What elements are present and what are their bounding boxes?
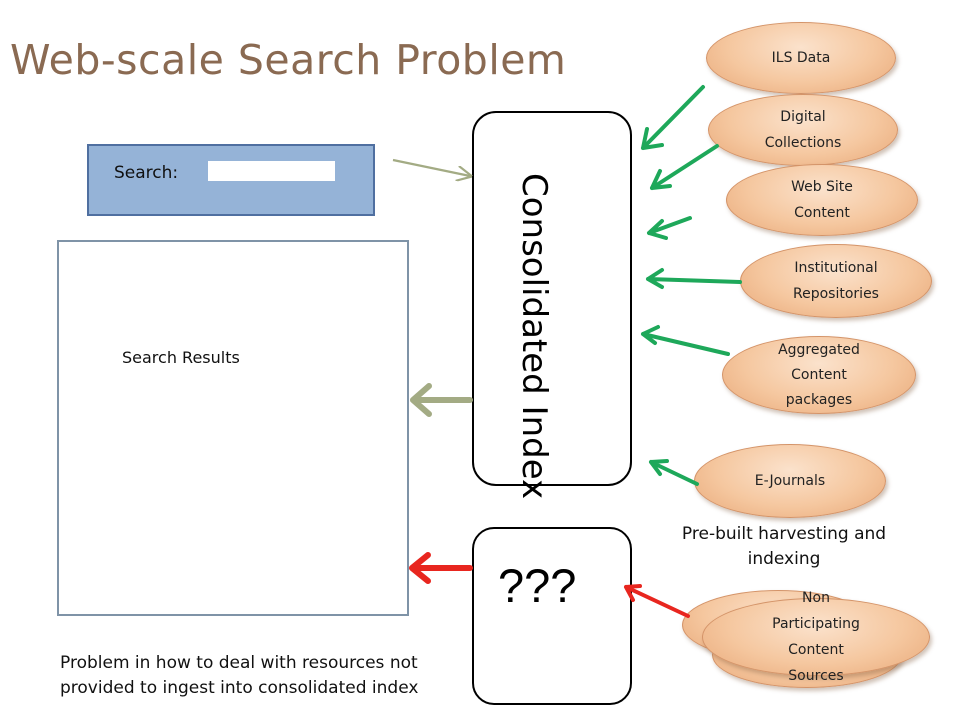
source-non-participating: Non Participating Content Sources: [702, 590, 930, 684]
problem-caption: Problem in how to deal with resources no…: [60, 653, 419, 698]
source-web-site-content: Web Site Content: [726, 164, 918, 236]
source-e-journals: E-Journals: [694, 444, 886, 518]
arrow-ils: [641, 85, 705, 150]
page-title: Web-scale Search Problem: [10, 36, 567, 84]
source-digital-collections: Digital Collections: [708, 94, 898, 166]
source-ils-data: ILS Data: [706, 22, 896, 94]
unknown-label: ???: [498, 559, 577, 612]
arrow-ejournals: [649, 459, 699, 486]
source-label: Non Participating Content Sources: [772, 590, 860, 684]
arrow-search-to-index: [392, 158, 470, 176]
search-input[interactable]: [208, 161, 335, 181]
arrow-index-to-results: [410, 383, 473, 417]
arrow-aggregated: [641, 325, 730, 356]
consolidated-index-box: Consolidated Index: [472, 111, 632, 499]
source-aggregated-content: Aggregated Content packages: [722, 336, 916, 414]
arrow-unknown-to-results: [409, 552, 473, 584]
source-label: E-Journals: [754, 473, 826, 489]
arrow-web: [647, 216, 692, 240]
search-label: Search:: [114, 163, 179, 183]
source-label: ILS Data: [771, 50, 831, 66]
source-institutional-repositories: Institutional Repositories: [740, 244, 932, 318]
unknown-box: ???: [472, 527, 632, 705]
source-label: Aggregated Content packages: [778, 341, 860, 408]
arrow-nonparticipating-to-unknown: [624, 584, 690, 618]
source-label: Web Site Content: [791, 179, 853, 221]
source-label: Institutional Repositories: [793, 260, 879, 302]
prebuilt-caption: Pre-built harvesting and indexing: [681, 524, 887, 569]
source-label: Digital Collections: [764, 109, 842, 151]
arrow-digital: [650, 144, 719, 190]
arrow-institutional: [646, 268, 742, 289]
search-results-label: Search Results: [122, 348, 240, 367]
search-box: Search:: [87, 144, 375, 216]
search-results-panel: Search Results: [57, 240, 409, 616]
